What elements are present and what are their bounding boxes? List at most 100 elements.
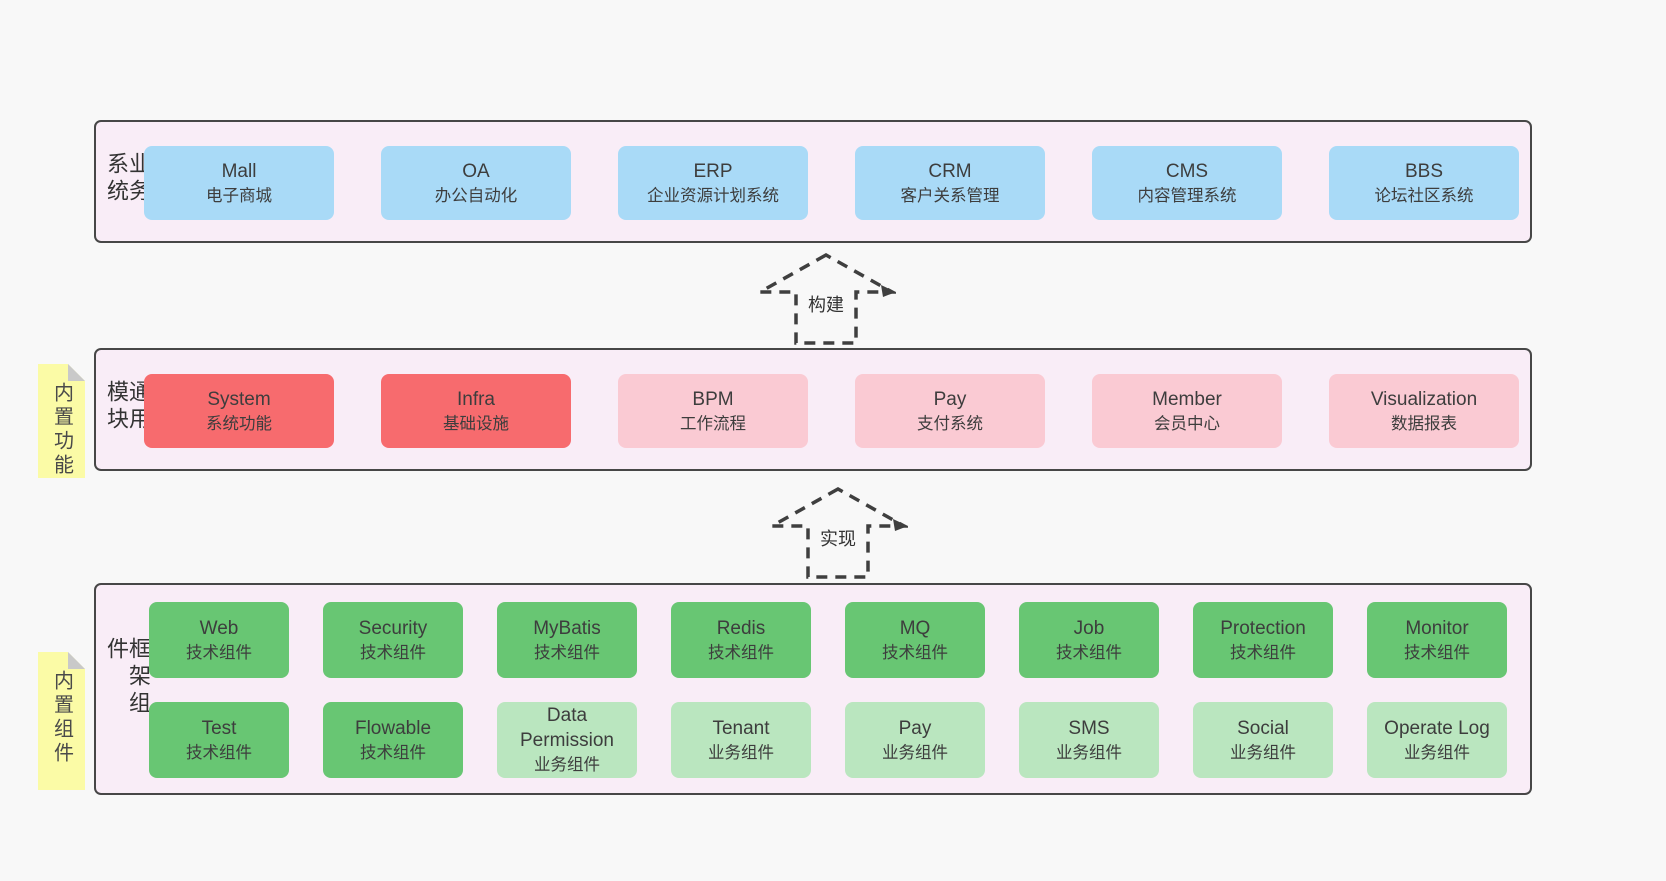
node-subtitle: 客户关系管理 xyxy=(900,186,1000,205)
note-built-in-features-label: 内置功能 xyxy=(50,382,73,478)
node-title: Web xyxy=(199,617,239,639)
node-subtitle: 技术组件 xyxy=(360,643,426,662)
node-subtitle: 业务组件 xyxy=(1404,743,1470,762)
node-erp: ERP 企业资源计划系统 xyxy=(618,146,808,220)
node-title: Data Permission xyxy=(520,705,614,751)
node-title: Security xyxy=(358,617,428,639)
node-subtitle: 论坛社区系统 xyxy=(1374,186,1474,205)
node-subtitle: 技术组件 xyxy=(1404,643,1470,662)
node-title: CMS xyxy=(1165,160,1209,182)
node-visualization: Visualization 数据报表 xyxy=(1329,374,1519,448)
arrow-implement-label: 实现 xyxy=(817,525,859,551)
node-title: System xyxy=(207,388,271,410)
node-subtitle: 业务组件 xyxy=(1056,743,1122,762)
node-title: BBS xyxy=(1404,160,1444,182)
node-title: Pay xyxy=(898,717,932,739)
node-title: Protection xyxy=(1220,617,1306,639)
node-subtitle: 技术组件 xyxy=(186,643,252,662)
node-crm: CRM 客户关系管理 xyxy=(855,146,1045,220)
node-subtitle: 基础设施 xyxy=(443,414,509,433)
node-title: OA xyxy=(462,160,490,182)
node-security: Security 技术组件 xyxy=(323,602,463,678)
node-pay: Pay 支付系统 xyxy=(855,374,1045,448)
node-title: SMS xyxy=(1068,717,1110,739)
node-title: Pay xyxy=(933,388,967,410)
node-title: Member xyxy=(1152,388,1222,410)
dashed-up-arrow-icon xyxy=(768,486,908,579)
node-title: ERP xyxy=(693,160,733,182)
node-subtitle: 技术组件 xyxy=(534,643,600,662)
layer-label-framework-components: 框架组件 xyxy=(104,637,151,718)
node-subtitle: 电子商城 xyxy=(206,186,272,205)
node-member: Member 会员中心 xyxy=(1092,374,1282,448)
arrow-build-label: 构建 xyxy=(805,291,847,317)
node-title: Tenant xyxy=(712,717,770,739)
node-operate-log: Operate Log 业务组件 xyxy=(1367,702,1507,778)
node-title: Test xyxy=(201,717,237,739)
layer-label-common-modules: 通用模块 xyxy=(104,379,151,434)
node-protection: Protection 技术组件 xyxy=(1193,602,1333,678)
node-subtitle: 会员中心 xyxy=(1154,414,1220,433)
node-title: BPM xyxy=(692,388,734,410)
node-mybatis: MyBatis 技术组件 xyxy=(497,602,637,678)
node-subtitle: 系统功能 xyxy=(206,414,272,433)
node-subtitle: 技术组件 xyxy=(708,643,774,662)
node-monitor: Monitor 技术组件 xyxy=(1367,602,1507,678)
node-title: CRM xyxy=(928,160,972,182)
node-sms: SMS 业务组件 xyxy=(1019,702,1159,778)
node-subtitle: 技术组件 xyxy=(1230,643,1296,662)
node-subtitle: 支付系统 xyxy=(917,414,983,433)
node-subtitle: 技术组件 xyxy=(360,743,426,762)
node-title: Flowable xyxy=(354,717,432,739)
arrow-implement: 实现 xyxy=(768,486,908,582)
dashed-up-arrow-icon xyxy=(756,252,896,345)
node-data-permission: Data Permission 业务组件 xyxy=(497,702,637,778)
node-title: MQ xyxy=(899,617,931,639)
node-test: Test 技术组件 xyxy=(149,702,289,778)
node-system: System 系统功能 xyxy=(144,374,334,448)
node-title: Job xyxy=(1073,617,1105,639)
node-subtitle: 技术组件 xyxy=(186,743,252,762)
node-title: Redis xyxy=(716,617,766,639)
node-title: Social xyxy=(1237,717,1289,739)
node-subtitle: 业务组件 xyxy=(534,756,600,774)
node-mq: MQ 技术组件 xyxy=(845,602,985,678)
node-subtitle: 业务组件 xyxy=(708,743,774,762)
node-social: Social 业务组件 xyxy=(1193,702,1333,778)
node-subtitle: 企业资源计划系统 xyxy=(647,186,779,205)
layer-label-business-systems: 业务系统 xyxy=(104,151,151,206)
node-subtitle: 技术组件 xyxy=(882,643,948,662)
node-title: Visualization xyxy=(1370,388,1478,410)
node-subtitle: 数据报表 xyxy=(1391,414,1457,433)
node-subtitle: 业务组件 xyxy=(1230,743,1296,762)
node-subtitle: 业务组件 xyxy=(882,743,948,762)
note-built-in-components: 内置组件 xyxy=(38,652,85,790)
node-title: Monitor xyxy=(1405,617,1469,639)
node-title: MyBatis xyxy=(533,617,601,639)
node-flowable: Flowable 技术组件 xyxy=(323,702,463,778)
node-bbs: BBS 论坛社区系统 xyxy=(1329,146,1519,220)
node-redis: Redis 技术组件 xyxy=(671,602,811,678)
node-web: Web 技术组件 xyxy=(149,602,289,678)
note-built-in-features: 内置功能 xyxy=(38,364,85,478)
node-subtitle: 工作流程 xyxy=(680,414,746,433)
node-title: Operate Log xyxy=(1384,717,1490,739)
node-bpm: BPM 工作流程 xyxy=(618,374,808,448)
note-built-in-components-label: 内置组件 xyxy=(50,670,73,766)
arrow-build: 构建 xyxy=(756,252,896,348)
node-tenant: Tenant 业务组件 xyxy=(671,702,811,778)
node-pay: Pay 业务组件 xyxy=(845,702,985,778)
